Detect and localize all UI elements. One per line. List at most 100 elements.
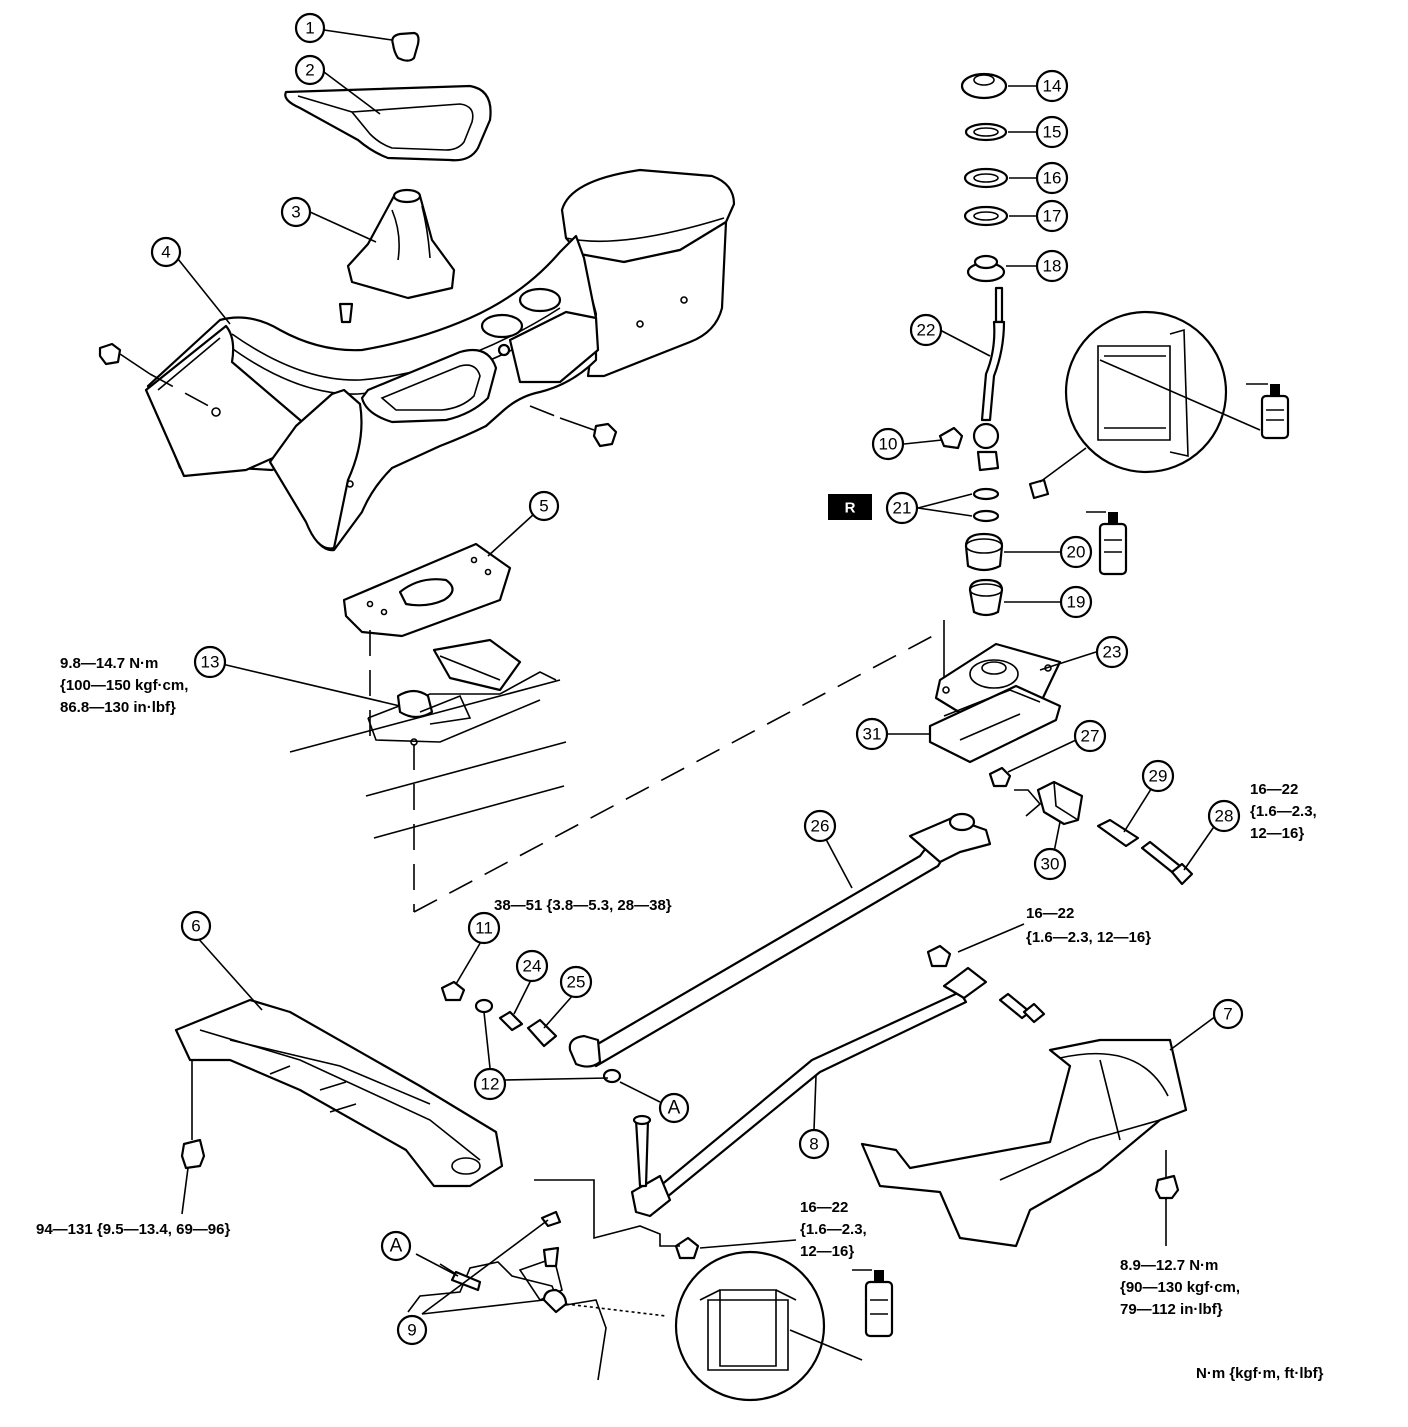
part-7-bracket — [860, 1038, 1188, 1248]
part-11-nut — [440, 980, 466, 1002]
torque-spec-7: 8.9—12.7 N·m {90—130 kgf·cm, 79—112 in·l… — [1120, 1257, 1240, 1318]
torque-spec-8-upper-line-1: 16—22 — [1026, 905, 1074, 922]
torque-spec-7-line-3: 79—112 in·lbf} — [1120, 1301, 1223, 1318]
part-6-crossmember — [174, 998, 504, 1188]
callout-21: 21 — [885, 491, 919, 525]
callout-15: 15 — [1035, 115, 1069, 149]
callout-11: 11 — [467, 911, 501, 945]
part-4-center-console — [98, 168, 736, 552]
callout-22: 22 — [909, 313, 943, 347]
callout-5: 5 — [528, 490, 560, 522]
callout-3: 3 — [280, 196, 312, 228]
callout-1: 1 — [294, 12, 326, 44]
part-21-o-rings — [972, 487, 1000, 523]
torque-spec-8-upper-line-2: {1.6—2.3, 12—16} — [1026, 929, 1151, 946]
reference-mark-a-upper-label: A — [668, 1098, 681, 1119]
torque-spec-8-lower-line-1: 16—22 — [800, 1199, 848, 1216]
torque-spec-8-lower-line-2: {1.6—2.3, — [800, 1221, 867, 1238]
part-31-housing — [928, 684, 1062, 764]
callout-2: 2 — [294, 54, 326, 86]
torque-spec-13: 9.8—14.7 N·m {100—150 kgf·cm, 86.8—130 i… — [60, 655, 188, 716]
callout-28: 28 — [1207, 799, 1241, 833]
callout-22-label: 22 — [917, 321, 936, 340]
torque-spec-28-line-1: 16—22 — [1250, 781, 1298, 798]
callout-7-label: 7 — [1223, 1005, 1232, 1024]
part-14-boot-cap — [960, 72, 1008, 100]
part-26-shift-rod — [568, 812, 992, 1068]
callout-12-label: 12 — [481, 1075, 500, 1094]
part-10-pin — [938, 426, 964, 450]
callout-14-label: 14 — [1043, 77, 1062, 96]
part-16-ring — [963, 167, 1009, 189]
callout-6: 6 — [180, 910, 212, 942]
part-13-floor-bracket — [289, 638, 567, 839]
reference-mark-a-lower: A — [380, 1230, 412, 1262]
part-12-washers — [474, 998, 622, 1084]
guide-line — [413, 629, 945, 913]
callout-28-label: 28 — [1215, 807, 1234, 826]
torque-spec-28-line-3: 12—16} — [1250, 825, 1304, 842]
callout-25: 25 — [559, 965, 593, 999]
callout-23-label: 23 — [1103, 643, 1122, 662]
pivot-nut — [1028, 478, 1050, 500]
callout-8-label: 8 — [809, 1135, 818, 1154]
part-27-nut — [988, 766, 1012, 788]
torque-spec-13-line-1: 9.8—14.7 N·m — [60, 655, 158, 672]
callout-30-label: 30 — [1041, 855, 1060, 874]
callout-24: 24 — [515, 949, 549, 983]
callout-8: 8 — [798, 1128, 830, 1160]
callout-4: 4 — [150, 236, 182, 268]
callout-7: 7 — [1212, 998, 1244, 1030]
callout-20: 20 — [1059, 535, 1093, 569]
callout-13-label: 13 — [201, 653, 220, 672]
part-2-shift-bezel — [284, 84, 492, 162]
part-1-shift-knob — [391, 31, 420, 62]
callout-10: 10 — [871, 427, 905, 461]
nut-lower — [674, 1236, 700, 1260]
grease-can-icon — [1086, 511, 1128, 576]
callout-18-label: 18 — [1043, 257, 1062, 276]
callout-30: 30 — [1033, 847, 1067, 881]
replace-badge: R — [828, 494, 872, 520]
torque-spec-8-lower: 16—22 {1.6—2.3, 12—16} — [800, 1199, 867, 1260]
callout-15-label: 15 — [1043, 123, 1062, 142]
part-5-console-plate — [342, 542, 512, 638]
callout-17: 17 — [1035, 199, 1069, 233]
callout-27-label: 27 — [1081, 727, 1100, 746]
units-legend: N·m {kgf·m, ft·lbf} — [1196, 1365, 1324, 1382]
callout-20-label: 20 — [1067, 543, 1086, 562]
part-22-shift-lever — [972, 286, 1006, 472]
callout-12: 12 — [473, 1067, 507, 1101]
callout-9-label: 9 — [407, 1321, 416, 1340]
grease-can-icon — [1246, 383, 1290, 440]
detail-inset-upper — [1039, 310, 1261, 483]
torque-spec-8-upper: 16—22 {1.6—2.3, 12—16} — [1026, 905, 1151, 946]
part-29-sleeve — [1096, 818, 1140, 848]
callout-21-label: 21 — [893, 499, 912, 518]
part-25-bushing — [526, 1018, 558, 1048]
torque-spec-11: 38—51 {3.8—5.3, 28—38} — [494, 897, 672, 914]
callout-4-label: 4 — [161, 243, 170, 262]
callout-26: 26 — [803, 809, 837, 843]
replace-badge-label: R — [845, 500, 856, 517]
callout-25-label: 25 — [567, 973, 586, 992]
callout-29-label: 29 — [1149, 767, 1168, 786]
callout-16-label: 16 — [1043, 169, 1062, 188]
callout-27: 27 — [1073, 719, 1107, 753]
part-8-extension-rod — [630, 944, 1046, 1218]
torque-spec-13-line-2: {100—150 kgf·cm, — [60, 677, 188, 694]
torque-spec-28-line-2: {1.6—2.3, — [1250, 803, 1317, 820]
callout-14: 14 — [1035, 69, 1069, 103]
callout-9: 9 — [396, 1314, 428, 1346]
detail-inset-lower — [674, 1250, 863, 1402]
callout-5-label: 5 — [539, 497, 548, 516]
torque-spec-6: 94—131 {9.5—13.4, 69—96} — [36, 1221, 230, 1238]
reference-mark-a-lower-label: A — [390, 1236, 403, 1257]
torque-spec-8-lower-line-3: 12—16} — [800, 1243, 854, 1260]
torque-spec-7-line-2: {90—130 kgf·cm, — [1120, 1279, 1240, 1296]
callout-29: 29 — [1141, 759, 1175, 793]
torque-spec-28: 16—22 {1.6—2.3, 12—16} — [1250, 781, 1317, 842]
callout-3-label: 3 — [291, 203, 300, 222]
part-24-bushing — [498, 1010, 524, 1032]
part-28-bolt — [1140, 840, 1194, 886]
